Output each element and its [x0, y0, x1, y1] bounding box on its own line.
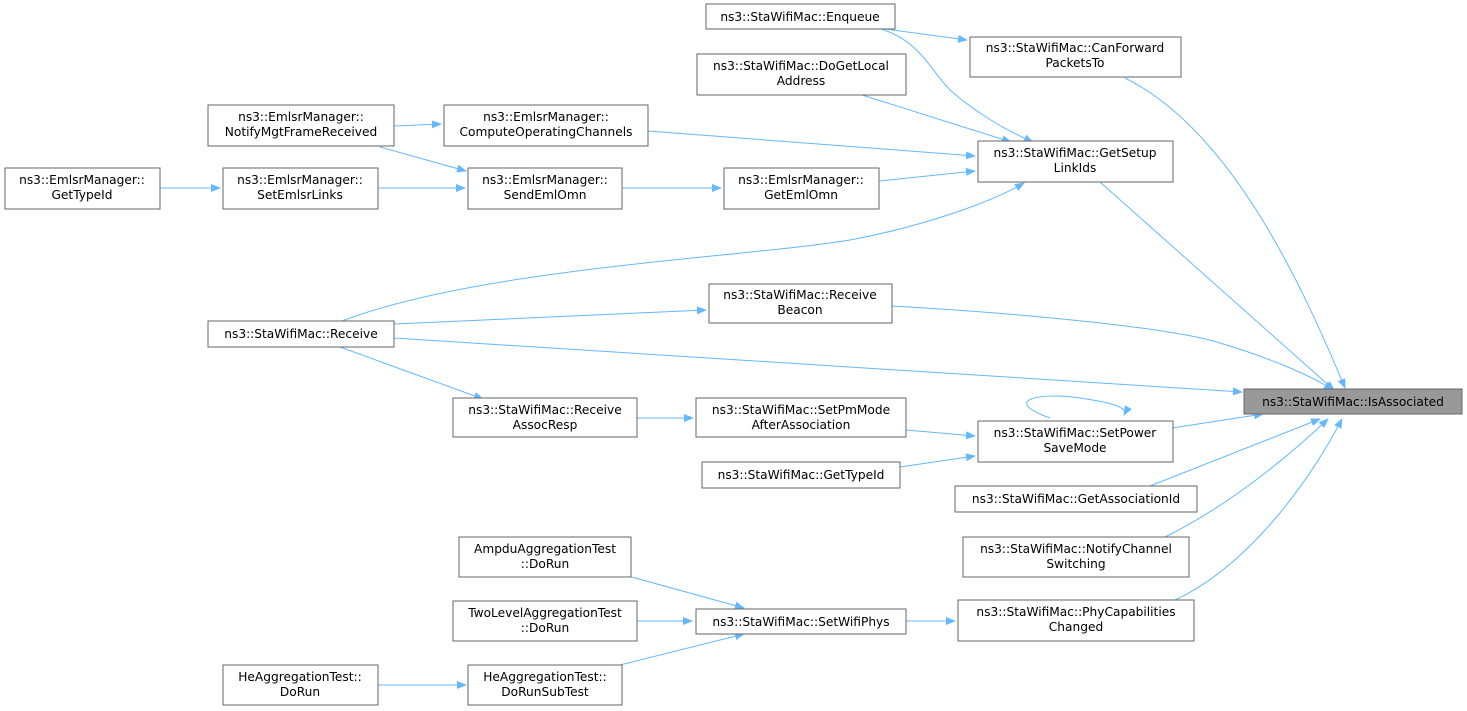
node-sendemlomn[interactable]: ns3::EmlsrManager:: SendEmlOmn [467, 167, 623, 210]
node-label: TwoLevelAggregationTest [467, 606, 622, 620]
node-label: DoRun [280, 685, 320, 699]
node-heaggregationtest-dorun[interactable]: HeAggregationTest:: DoRun [222, 664, 379, 706]
node-label: ns3::EmlsrManager:: [238, 110, 364, 124]
node-label: HeAggregationTest:: [483, 670, 606, 684]
node-label: NotifyMgtFrameReceived [225, 125, 377, 139]
node-label: ns3::EmlsrManager:: [482, 173, 608, 187]
node-setemlsrlinks[interactable]: ns3::EmlsrManager:: SetEmlsrLinks [222, 167, 379, 210]
node-label: ns3::EmlsrManager:: [483, 110, 609, 124]
node-label: ns3::StaWifiMac::NotifyChannel [980, 542, 1172, 556]
node-label: GetEmlOmn [764, 188, 838, 202]
node-label: SendEmlOmn [504, 188, 587, 202]
edge-phycap-isassociated [1174, 418, 1343, 601]
edge-setpowersave-self [1026, 395, 1132, 419]
node-label: DoRunSubTest [501, 685, 589, 699]
node-setwifiphys[interactable]: ns3::StaWifiMac::SetWifiPhys [695, 608, 907, 635]
node-label: ns3::StaWifiMac::SetPower [994, 426, 1158, 440]
edge-setpowersave-isassociated [1171, 411, 1264, 429]
node-setpowersavemode[interactable]: ns3::StaWifiMac::SetPower SaveMode [977, 420, 1174, 463]
node-label: ns3::StaWifiMac::CanForward [986, 41, 1164, 55]
edge-canforward-isassociated [1124, 77, 1346, 389]
node-canforwardpacketsto[interactable]: ns3::StaWifiMac::CanForward PacketsTo [969, 36, 1182, 78]
node-stawifimac-gettypeid[interactable]: ns3::StaWifiMac::GetTypeId [701, 461, 901, 489]
edge-notifychannel-isassociated [1164, 418, 1329, 538]
node-notifychannelswitching[interactable]: ns3::StaWifiMac::NotifyChannel Switching [962, 536, 1190, 578]
node-phycapabilitieschanged[interactable]: ns3::StaWifiMac::PhyCapabilities Changed [957, 599, 1195, 642]
node-label: ns3::StaWifiMac::GetTypeId [718, 468, 885, 482]
node-enqueue[interactable]: ns3::StaWifiMac::Enqueue [705, 3, 896, 30]
node-setpmmodeafterassociation[interactable]: ns3::StaWifiMac::SetPmMode AfterAssociat… [695, 397, 907, 438]
node-getsetuplinkids[interactable]: ns3::StaWifiMac::GetSetup LinkIds [977, 140, 1174, 183]
node-label: PacketsTo [1045, 56, 1104, 70]
node-label: SaveMode [1043, 441, 1106, 455]
node-label: ns3::StaWifiMac::DoGetLocal [713, 59, 889, 73]
edge-receive-getsetuplinkids [341, 182, 1025, 322]
edge-enqueue-getsetuplinkids [877, 27, 1034, 143]
edge-getsetuplinkids-isassociated [1099, 181, 1335, 391]
node-label: Address [777, 74, 826, 88]
node-label: GetTypeId [51, 188, 112, 202]
node-getemlomn[interactable]: ns3::EmlsrManager:: GetEmlOmn [723, 167, 880, 210]
edge-enqueue-canforward [877, 27, 968, 43]
node-label: ns3::EmlsrManager:: [19, 173, 145, 187]
node-label: AssocResp [513, 418, 578, 432]
edge-receive-receiveassoc [339, 346, 484, 400]
node-label: SetEmlsrLinks [257, 188, 343, 202]
node-label: Changed [1049, 620, 1103, 634]
node-label: AmpduAggregationTest [474, 542, 616, 556]
edge-hesubtest-setwifiphys [619, 632, 745, 666]
node-label: Beacon [777, 303, 822, 317]
node-ampduaggregationtest-dorun[interactable]: AmpduAggregationTest ::DoRun [458, 536, 632, 578]
node-computeoperatingchannels[interactable]: ns3::EmlsrManager:: ComputeOperatingChan… [443, 104, 649, 147]
node-label: ns3::StaWifiMac::SetWifiPhys [712, 615, 889, 629]
edge-setpmmode-setpowersave [905, 429, 976, 440]
node-label: ns3::StaWifiMac::PhyCapabilities [976, 605, 1175, 619]
node-label: ns3::EmlsrManager:: [237, 173, 363, 187]
edges [160, 27, 1346, 689]
node-heaggregationtest-dorunsubtest[interactable]: HeAggregationTest:: DoRunSubTest [467, 664, 623, 706]
node-receive[interactable]: ns3::StaWifiMac::Receive [207, 320, 395, 348]
edge-dogetlocal-getsetuplinkids [861, 94, 1012, 144]
node-emlsr-gettypeid[interactable]: ns3::EmlsrManager:: GetTypeId [4, 167, 161, 210]
node-label: ns3::EmlsrManager:: [738, 173, 864, 187]
edge-notifymgt-computeop [393, 120, 442, 129]
node-label: LinkIds [1054, 161, 1097, 175]
node-label: ns3::StaWifiMac::SetPmMode [712, 403, 890, 417]
node-twolevelaggregationtest-dorun[interactable]: TwoLevelAggregationTest ::DoRun [452, 600, 638, 642]
node-receiveassocresp[interactable]: ns3::StaWifiMac::Receive AssocResp [452, 397, 638, 438]
node-label: ns3::StaWifiMac::GetAssociationId [972, 492, 1180, 506]
node-label: AfterAssociation [752, 418, 851, 432]
edge-gettypeidsta-setpowersave [899, 453, 976, 468]
edge-getemlomn-getsetuplinkids [878, 167, 976, 182]
node-label: Switching [1046, 557, 1105, 571]
node-label: HeAggregationTest:: [238, 670, 361, 684]
node-label: ComputeOperatingChannels [460, 125, 633, 139]
edge-receive-receivebeacon [393, 306, 707, 325]
node-label: ns3::StaWifiMac::GetSetup [994, 146, 1157, 160]
edge-getassocid-isassociated [1149, 418, 1321, 487]
node-getassociationid[interactable]: ns3::StaWifiMac::GetAssociationId [954, 485, 1198, 513]
node-label: ns3::StaWifiMac::Enqueue [720, 10, 879, 24]
node-label: ns3::StaWifiMac::IsAssociated [1262, 395, 1444, 409]
node-label: ns3::StaWifiMac::Receive [723, 288, 876, 302]
nodes: ns3::StaWifiMac::IsAssociated ns3::StaWi… [4, 3, 1463, 706]
node-receivebeacon[interactable]: ns3::StaWifiMac::Receive Beacon [708, 283, 893, 324]
edge-receive-isassociated [393, 337, 1243, 396]
edge-receivebeacon-isassociated [891, 305, 1334, 391]
node-label: ns3::StaWifiMac::Receive [224, 327, 377, 341]
node-label: ::DoRun [521, 621, 569, 635]
edge-ampdu-setwifiphys [627, 575, 745, 610]
node-label: ::DoRun [521, 557, 569, 571]
node-dogetlocaladdress[interactable]: ns3::StaWifiMac::DoGetLocal Address [696, 53, 907, 96]
edge-notifymgt-sendemlomn [379, 146, 467, 173]
node-label: ns3::StaWifiMac::Receive [468, 403, 621, 417]
node-notifymgtframereceived[interactable]: ns3::EmlsrManager:: NotifyMgtFrameReceiv… [207, 104, 395, 147]
node-isassociated[interactable]: ns3::StaWifiMac::IsAssociated [1243, 388, 1463, 415]
edge-computeop-getsetuplinkids [647, 130, 976, 160]
